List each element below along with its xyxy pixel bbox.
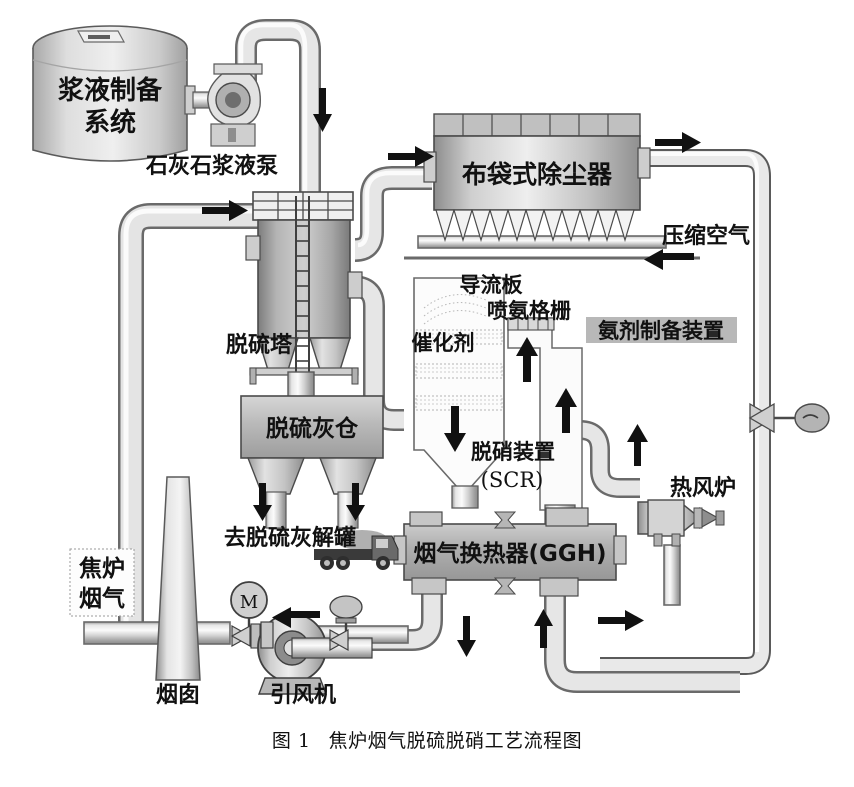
pipe-chimney-inlet [83,621,231,645]
ammonia-injection-grid-icon [507,317,555,331]
flow-arrow-icon [202,200,248,221]
tower-ladder-icon [295,196,310,372]
flow-arrow-icon [346,483,365,521]
flow-arrow-icon [534,609,553,648]
slurry-tank-label-line2: 系统 [84,107,136,138]
pipe-compressed-air [417,235,667,249]
induced-draft-fan-label: 引风机 [270,683,336,708]
valve-actuator-icon [794,403,830,433]
pipe-pump-discharge [235,19,321,232]
ash-silo-label: 脱硫灰仓 [266,415,359,442]
slurry-preparation-tank[interactable]: 浆液制备 系统 [32,25,232,162]
process-flow-diagram: 浆液制备 系统 石灰石浆液泵 [32,19,830,708]
chimney[interactable]: 烟囱 [155,476,201,708]
pipe-ggh-hot-inlet [544,580,740,693]
bag-filter-hoppers [435,209,635,243]
catalyst-layers [415,329,503,411]
catalyst-label: 催化剂 [412,331,475,355]
guide-plate-icon [423,294,487,325]
right-line-valve[interactable] [748,402,830,434]
bag-filter-label: 布袋式除尘器 [462,160,613,189]
compressed-air-label: 压缩空气 [662,223,750,249]
ggh-connector-icons [493,511,517,595]
ammonia-preparation-device-label: 氨剂制备装置 [598,319,724,343]
flow-arrow-icon [516,337,538,382]
slurry-tank-label-line1: 浆液制备 [58,75,163,106]
figure-number: 图 1 [271,730,311,752]
denitrification-device-label: 脱硝装置 [471,440,555,464]
scr-reactor[interactable] [413,277,583,526]
flow-arrow-icon [598,610,644,631]
limestone-slurry-pump[interactable]: 石灰石浆液泵 [145,63,278,179]
flow-arrows [202,88,701,657]
pipe-ggh-cold-outlet [368,580,443,651]
hot-blast-stove[interactable]: 热风炉 [637,475,736,547]
flow-arrow-icon [555,388,577,433]
desulfurization-tower[interactable]: 脱硫塔 [226,191,363,411]
figure-title: 焦炉烟气脱硫脱硝工艺流程图 [328,730,583,752]
relief-valve-icon[interactable] [328,595,363,652]
flow-arrow-icon [644,249,694,270]
pipe-ggh-to-hotstove [579,420,640,498]
flow-arrow-icon [313,88,332,132]
ggh-label: 烟气换热器(GGH) [413,540,606,567]
flow-arrow-icon [272,607,320,628]
coke-oven-flue-gas-label-line1: 焦炉 [79,555,125,582]
flow-arrow-icon [457,616,476,657]
limestone-slurry-pump-label: 石灰石浆液泵 [145,153,278,179]
bag-filter[interactable]: 布袋式除尘器 [423,113,651,243]
truck-icon [314,530,399,570]
ammonia-injection-grid-label: 喷氨格栅 [487,299,571,323]
coke-oven-flue-gas-label-line2: 烟气 [79,585,125,612]
induced-draft-fan[interactable]: M 引风机 [230,581,373,708]
pipe-hotstove-down [663,544,681,606]
flow-arrow-icon [444,406,466,452]
pipe-tower-to-bagfilter [354,166,432,262]
scr-abbrev-label: (SCR) [481,468,544,492]
gas-gas-heat-exchanger[interactable]: 烟气换热器(GGH) [393,507,627,597]
flow-arrow-icon [388,146,434,167]
pipe-tower-inlet [118,203,258,640]
figure-caption: 图 1 焦炉烟气脱硫脱硝工艺流程图 [0,726,854,753]
flow-arrow-icon [253,483,272,521]
ammonia-preparation-device-label-group: 氨剂制备装置 [586,317,737,343]
to-ash-dissolving-tank-label: 去脱硫灰解罐 [224,525,356,551]
motor-label: M [240,592,258,613]
guide-plate-label: 导流板 [460,273,524,297]
flow-arrow-icon [627,424,648,466]
coke-oven-flue-gas-source: 焦炉 烟气 [69,548,135,617]
flow-arrow-icon [655,132,701,153]
chimney-label: 烟囱 [156,682,200,708]
hot-blast-stove-label: 热风炉 [670,475,736,501]
desulfurization-tower-label: 脱硫塔 [226,332,293,358]
desulfurization-ash-silo[interactable]: 脱硫灰仓 [240,395,384,529]
